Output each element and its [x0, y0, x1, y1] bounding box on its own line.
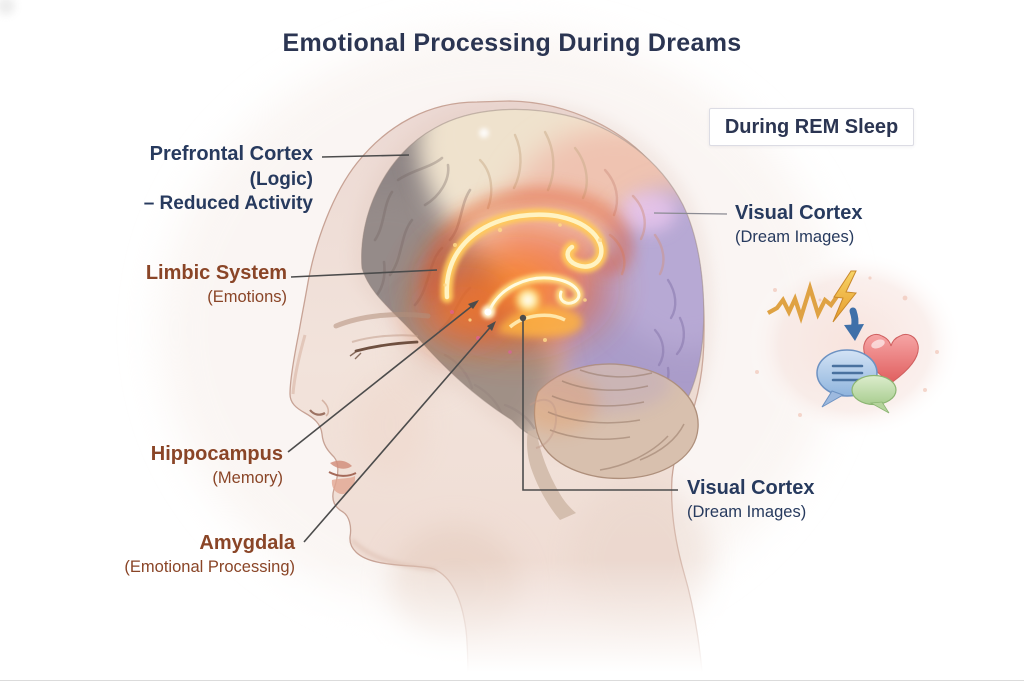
- label-visual-cortex-lower: Visual Cortex (Dream Images): [687, 477, 814, 522]
- label-hippocampus: Hippocampus (Memory): [151, 443, 283, 488]
- gold-sparkles: [443, 223, 602, 342]
- page-title: Emotional Processing During Dreams: [282, 29, 742, 57]
- amygdala-sub: (Emotional Processing): [124, 557, 295, 576]
- label-limbic-system: Limbic System (Emotions): [146, 262, 287, 307]
- neural-spike-icon: [766, 280, 840, 324]
- rem-sleep-badge: During REM Sleep: [709, 108, 914, 146]
- leader-amygdala: [303, 322, 495, 543]
- cingulate-ring: [423, 188, 632, 299]
- leader-prefrontal: [321, 154, 410, 158]
- nostril: [309, 409, 326, 416]
- glow-core: [512, 284, 544, 316]
- sparkle-dots: [755, 276, 939, 417]
- amygdala-name: Amygdala: [199, 532, 295, 554]
- visual-cortex-lower-sub: (Dream Images): [687, 502, 807, 521]
- label-prefrontal-cortex: Prefrontal Cortex (Logic) – Reduced Acti…: [144, 143, 313, 215]
- crown-sparkle: [479, 128, 489, 138]
- visual-cortex-lower-name: Visual Cortex: [687, 477, 815, 499]
- hippocampus-sub: (Memory): [212, 468, 283, 487]
- leader-hippocampus-arrowhead: [468, 300, 479, 309]
- leader-amygdala-arrowhead: [487, 321, 496, 331]
- brainstem: [527, 430, 576, 520]
- down-arrow-head: [844, 324, 864, 341]
- leader-visual-lower-dot: [519, 314, 527, 322]
- icon-glow-background: [747, 250, 963, 440]
- closed-eye: [354, 340, 419, 353]
- prefrontal-cortex-name: Prefrontal Cortex: [149, 143, 313, 165]
- nose-shading: [291, 334, 307, 395]
- speech-bubble-small-icon: [851, 374, 897, 406]
- prefrontal-cortex-note: – Reduced Activity: [143, 193, 313, 214]
- limbic-system-sub: (Emotions): [207, 287, 287, 306]
- limbic-system-glow: [397, 188, 633, 369]
- label-amygdala: Amygdala (Emotional Processing): [124, 532, 295, 577]
- leader-hippocampus: [287, 301, 478, 453]
- corner-smudge: [0, 0, 15, 15]
- neck-fade: [250, 545, 770, 683]
- hippocampus-glow: [497, 305, 583, 337]
- upper-lip: [330, 460, 352, 469]
- ear: [529, 398, 558, 449]
- visual-cortex-upper-sub: (Dream Images): [735, 227, 855, 246]
- emotion-icon-cluster: [747, 250, 963, 440]
- eyelashes: [349, 350, 362, 360]
- label-visual-cortex-upper: Visual Cortex (Dream Images): [735, 202, 862, 247]
- leader-lines: [287, 154, 728, 543]
- leader-visual-upper: [653, 212, 728, 215]
- hippocampus-name: Hippocampus: [150, 443, 283, 465]
- limbic-system-name: Limbic System: [145, 262, 287, 284]
- eyebrow: [333, 312, 431, 329]
- bottom-border-line: [0, 680, 1024, 681]
- rem-sleep-badge-label: During REM Sleep: [724, 115, 899, 138]
- lightning-icon: [832, 270, 857, 323]
- prefrontal-cortex-sub: (Logic): [249, 168, 313, 190]
- leader-visual-lower: [522, 321, 678, 491]
- leader-limbic: [290, 269, 438, 278]
- visual-cortex-upper-name: Visual Cortex: [735, 202, 863, 224]
- mouth-line: [328, 471, 357, 477]
- magenta-sparkles: [450, 310, 512, 354]
